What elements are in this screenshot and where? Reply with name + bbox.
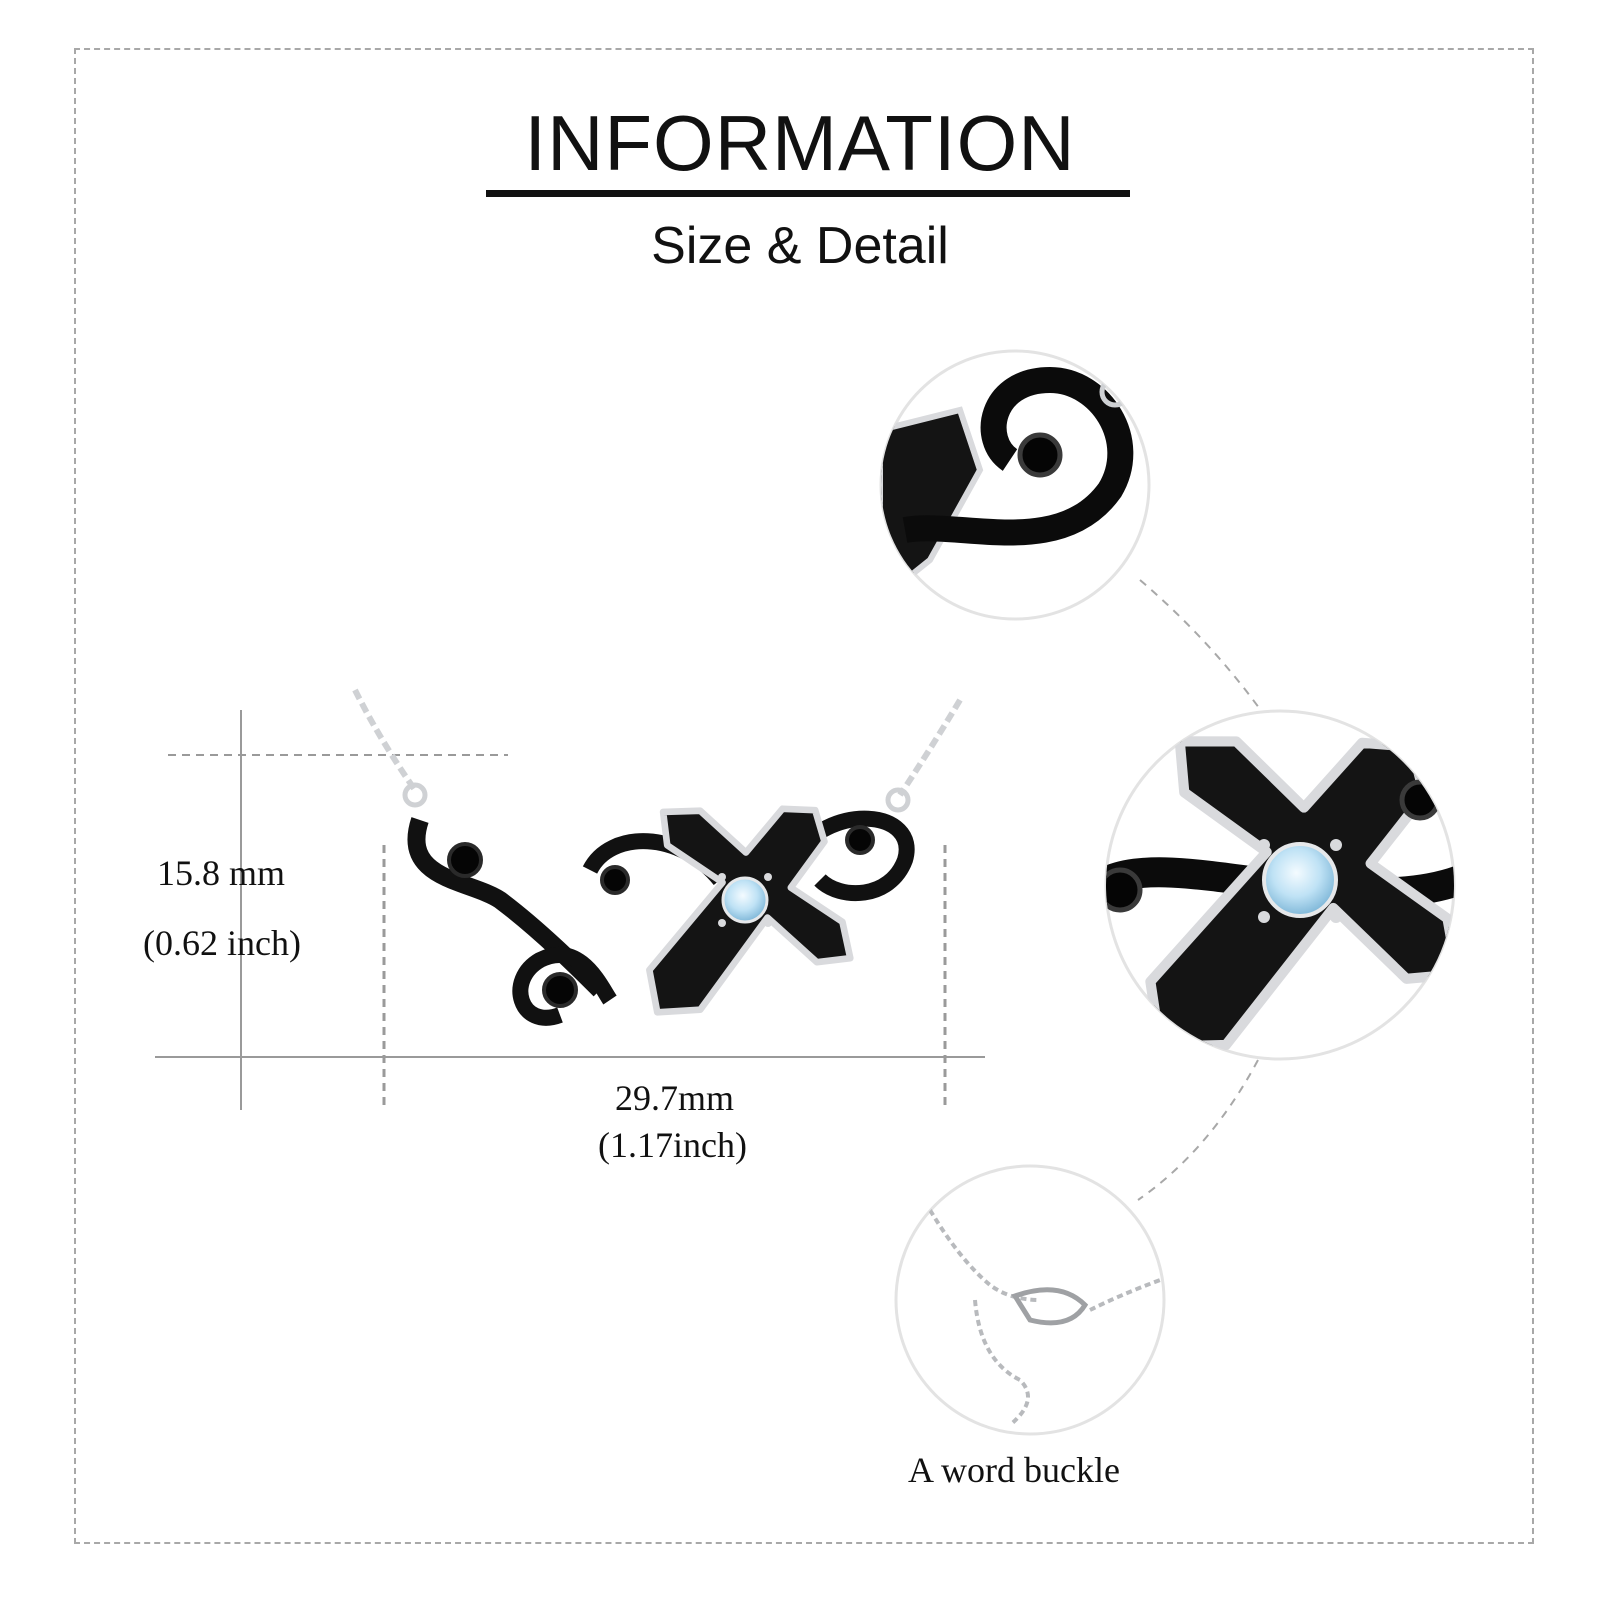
detail-circle-thorn-swirl [879, 349, 1151, 621]
height-guide-lines [155, 710, 985, 1110]
detail-connector-lines [1137, 579, 1263, 1201]
detail-circle-chain-clasp [894, 1164, 1166, 1436]
height-inch-label: (0.62 inch) [143, 923, 301, 963]
dashed-frame [74, 48, 1534, 1544]
height-mm-label: 15.8 mm [157, 853, 286, 893]
buckle-caption: A word buckle [908, 1450, 1120, 1490]
page-title: INFORMATION [524, 99, 1076, 187]
pendant-necklace [352, 688, 963, 1085]
width-guide-lines [382, 845, 947, 1110]
width-mm-label: 29.7mm [615, 1078, 735, 1118]
title-underline [486, 190, 1130, 197]
page-subtitle: Size & Detail [651, 217, 949, 275]
detail-circle-moonstone-cross [1104, 709, 1456, 1061]
width-inch-label: (1.17inch) [598, 1125, 747, 1165]
